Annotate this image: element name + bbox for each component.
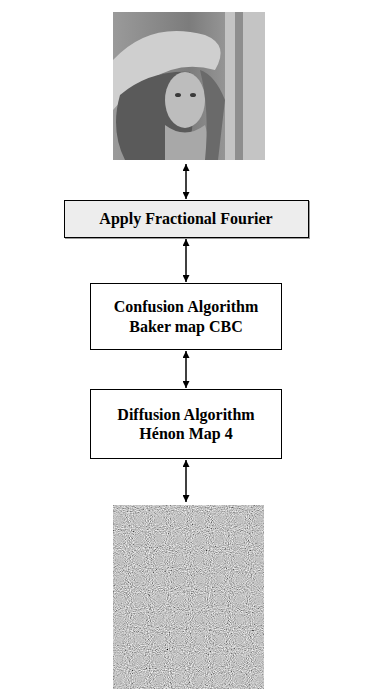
process-box: Confusion Algorithm Baker map CBC bbox=[90, 283, 282, 350]
box-label: Diffusion Algorithm Hénon Map 4 bbox=[101, 405, 271, 443]
encrypted-image bbox=[113, 505, 264, 689]
process-box: Diffusion Algorithm Hénon Map 4 bbox=[90, 389, 282, 459]
box-label: Apply Fractional Fourier bbox=[99, 209, 272, 228]
double-arrow bbox=[185, 460, 187, 502]
process-band: Apply Fractional Fourier bbox=[64, 200, 309, 238]
source-image bbox=[113, 12, 265, 160]
double-arrow bbox=[185, 239, 187, 282]
double-arrow bbox=[185, 164, 187, 199]
box-label: Confusion Algorithm Baker map CBC bbox=[101, 297, 271, 335]
double-arrow bbox=[185, 351, 187, 388]
